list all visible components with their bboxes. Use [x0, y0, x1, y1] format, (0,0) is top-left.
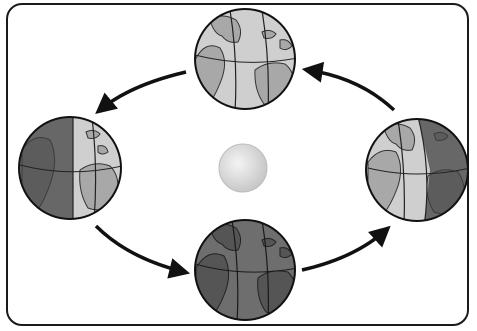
globe-right — [362, 117, 472, 227]
globe-top — [190, 5, 300, 115]
arrow-right-to-top — [308, 70, 394, 110]
sun-orb — [219, 144, 267, 192]
globe-bottom — [190, 216, 300, 326]
arrow-left-to-bottom — [96, 226, 184, 272]
arrow-top-to-left — [100, 72, 186, 110]
arrow-bottom-to-right — [302, 230, 386, 270]
globe-left — [15, 115, 125, 225]
